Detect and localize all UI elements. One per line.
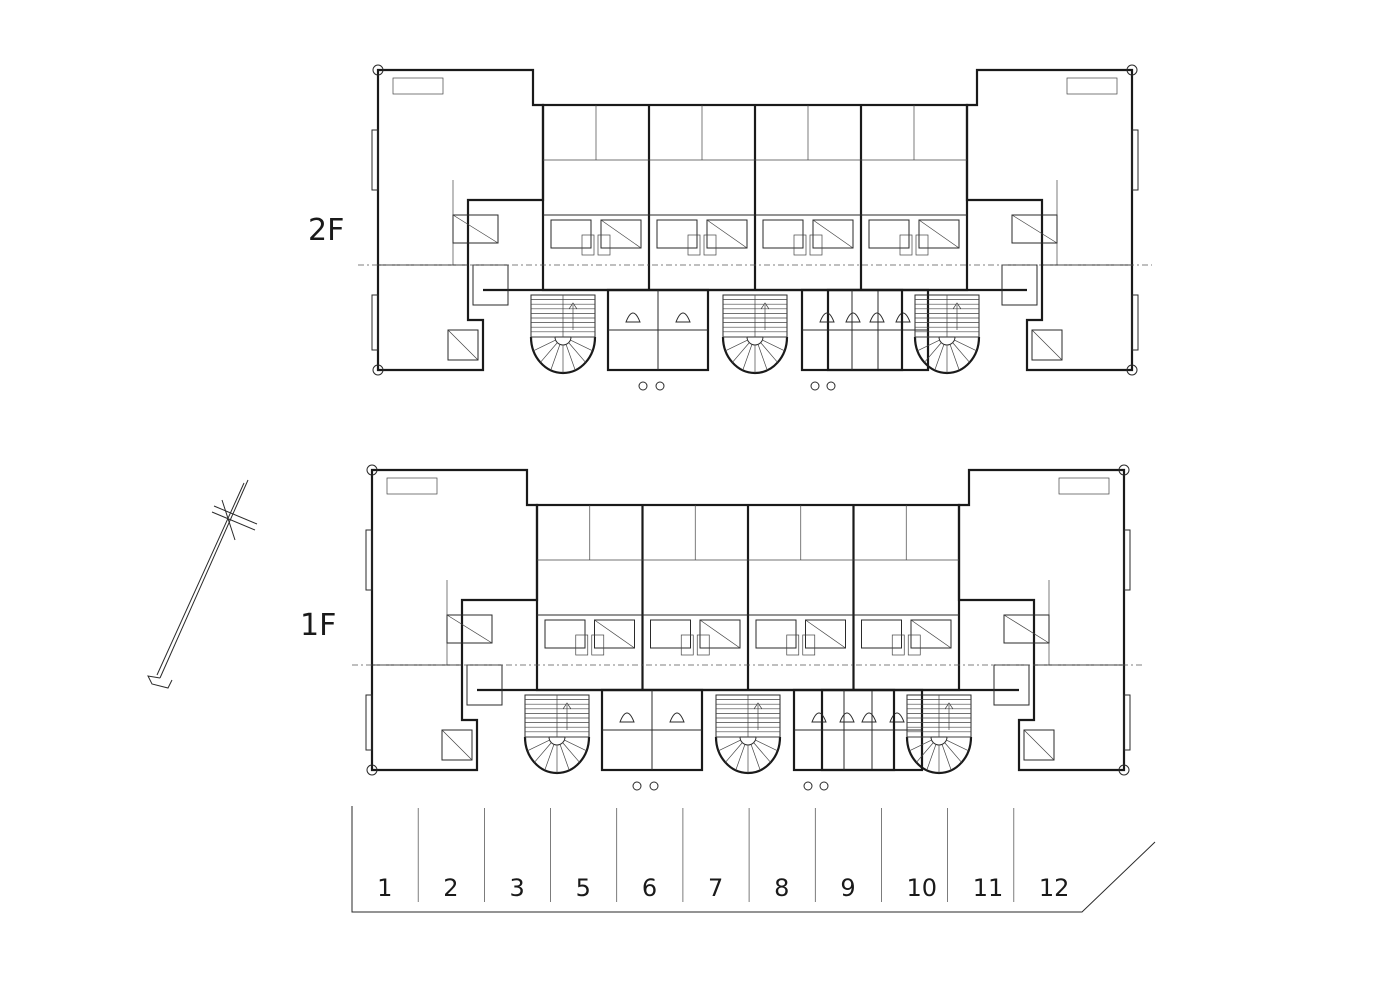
parking-bay-label: 7 bbox=[708, 874, 723, 902]
parking-bay-label: 12 bbox=[1039, 874, 1070, 902]
grid-marker bbox=[655, 381, 665, 391]
column-mark bbox=[1126, 64, 1138, 76]
parking-bay-label: 8 bbox=[774, 874, 789, 902]
column-mark bbox=[366, 764, 378, 776]
column-mark bbox=[372, 364, 384, 376]
grid-marker bbox=[819, 781, 829, 791]
spiral-stair-icon bbox=[523, 694, 591, 775]
grid-marker bbox=[638, 381, 648, 391]
north-arrow-icon bbox=[147, 479, 258, 689]
parking-bay-label: 5 bbox=[576, 874, 591, 902]
column-mark bbox=[366, 464, 378, 476]
floor-plan-1f bbox=[352, 464, 1144, 791]
column-mark bbox=[1118, 764, 1130, 776]
column-mark bbox=[1126, 364, 1138, 376]
parking-bay-label: 9 bbox=[840, 874, 855, 902]
spiral-stair-icon bbox=[721, 294, 789, 375]
right-wing-outline bbox=[957, 468, 1126, 772]
column-mark bbox=[1118, 464, 1130, 476]
grid-marker bbox=[810, 381, 820, 391]
grid-marker bbox=[803, 781, 813, 791]
parking-bay-label: 10 bbox=[907, 874, 938, 902]
left-wing-outline bbox=[370, 468, 539, 772]
parking-bay-label: 6 bbox=[642, 874, 657, 902]
parking-bay-label: 1 bbox=[377, 874, 392, 902]
parking-outline bbox=[351, 808, 1156, 913]
floor-label-1f: 1F bbox=[300, 608, 336, 643]
grid-marker bbox=[632, 781, 642, 791]
spiral-stair-icon bbox=[529, 294, 597, 375]
spiral-stair-icon bbox=[905, 694, 973, 775]
floor-label-2f: 2F bbox=[308, 213, 344, 248]
right-wing-outline bbox=[965, 68, 1134, 372]
parking-bay-label: 2 bbox=[443, 874, 458, 902]
grid-marker bbox=[826, 381, 836, 391]
left-wing-outline bbox=[376, 68, 545, 372]
floor-plan-2f bbox=[358, 64, 1152, 391]
spiral-stair-icon bbox=[714, 694, 782, 775]
spiral-stair-icon bbox=[913, 294, 981, 375]
parking-bay-label: 3 bbox=[509, 874, 524, 902]
grid-marker bbox=[649, 781, 659, 791]
parking-bay-label: 11 bbox=[973, 874, 1004, 902]
column-mark bbox=[372, 64, 384, 76]
